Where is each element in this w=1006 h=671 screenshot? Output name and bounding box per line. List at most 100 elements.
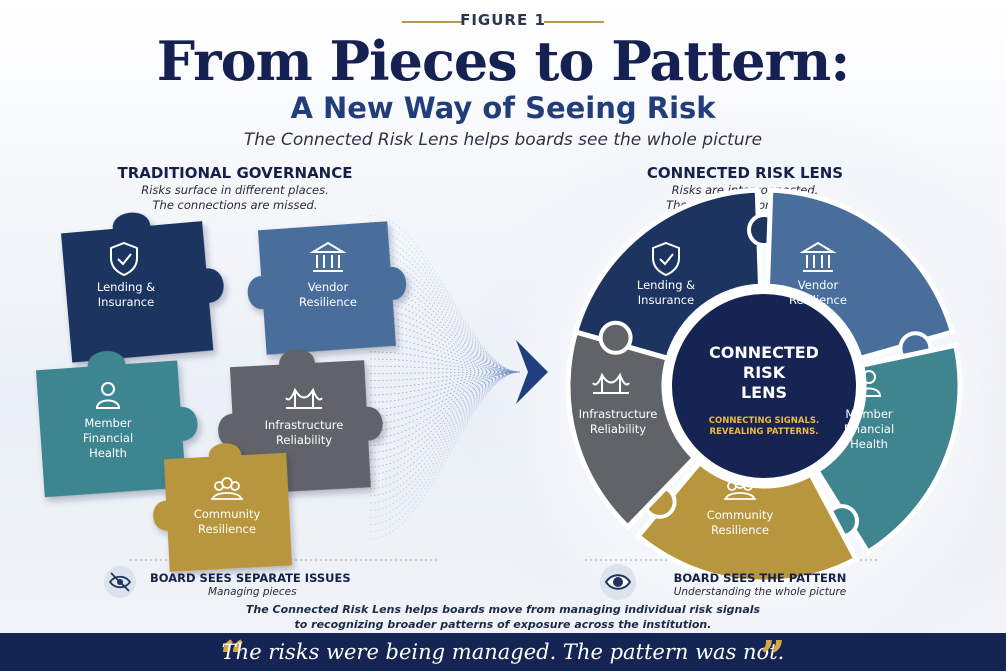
piece-label-line: Resilience (198, 522, 256, 536)
summary-note-line: The Connected Risk Lens helps boards mov… (245, 603, 761, 616)
connection-ray (369, 221, 521, 373)
connection-ray (369, 371, 521, 525)
hub-core (672, 294, 856, 478)
piece-label-line: Vendor (307, 280, 349, 294)
quote-text: The risks were being managed. The patter… (221, 640, 785, 664)
hub-tag-line: CONNECTING SIGNALS. (708, 416, 820, 426)
left-desc-line2: The connections are missed. (152, 198, 318, 212)
hub-tag-line: REVEALING PATTERNS. (709, 427, 819, 437)
open-quote-mark: “ (220, 632, 246, 671)
piece-label-line: Lending & (96, 280, 156, 294)
segment-label-community: Community Resilience (690, 508, 790, 538)
segment-label-infrastructure: Infrastructure Reliability (558, 407, 678, 437)
arrow-head (516, 340, 548, 404)
piece-shape (60, 212, 224, 363)
hub-title-line: RISK (742, 363, 786, 382)
eye-slash-icon (104, 566, 136, 598)
figure-rule-left (402, 21, 462, 23)
piece-label-line: Health (89, 446, 127, 460)
segment-label-line: Member (845, 407, 893, 421)
bottom-left-desc: Managing pieces (208, 586, 297, 598)
piece-label-line: Infrastructure (264, 418, 344, 432)
connection-ray (369, 371, 521, 403)
connection-ray (369, 371, 521, 461)
summary-note-line: to recognizing broader patterns of expos… (294, 618, 712, 631)
group-icon (724, 477, 756, 500)
segment-label-line: Infrastructure (578, 407, 658, 421)
piece-shape (35, 351, 198, 498)
connection-ray (369, 236, 521, 373)
segment-tab (598, 320, 633, 355)
connection-ray (369, 371, 521, 533)
flow-arrow (516, 340, 548, 404)
piece-label-line: Resilience (299, 295, 357, 309)
tagline: The Connected Risk Lens helps boards see… (243, 130, 763, 150)
piece-lending-insurance (60, 212, 224, 363)
segment-label-member: Member Financial Health (819, 407, 919, 452)
bridge-icon (592, 372, 630, 394)
connection-ray (369, 371, 521, 432)
wheel-segment (764, 187, 956, 362)
connection-ray (369, 214, 521, 373)
piece-shape (153, 443, 293, 572)
bank-icon (799, 241, 837, 272)
segment-label-line: Resilience (789, 293, 847, 307)
bottom-left-heading: BOARD SEES SEPARATE ISSUES (150, 571, 351, 585)
connection-ray (369, 371, 521, 425)
bank-icon (309, 241, 347, 272)
hub-title-line: LENS (740, 383, 788, 402)
shield-check-icon (652, 241, 680, 277)
shield-check-icon (110, 241, 138, 277)
piece-label-vendor: Vendor Resilience (278, 280, 378, 310)
hub-title: CONNECTED RISK LENS (674, 343, 854, 403)
connection-ray (369, 371, 521, 453)
hub-title-line: CONNECTED (709, 343, 819, 362)
piece-label-line: Insurance (97, 295, 155, 309)
connection-ray (369, 344, 521, 373)
piece-label-infrastructure: Infrastructure Reliability (244, 418, 364, 448)
connection-ray (369, 243, 521, 373)
wheel-segment (634, 459, 860, 585)
summary-note: The Connected Risk Lens helps boards mov… (0, 602, 1006, 632)
person-icon (95, 382, 121, 409)
right-heading: CONNECTED RISK LENS (646, 164, 844, 182)
connection-ray (369, 371, 521, 374)
bottom-right-desc: Understanding the whole picture (673, 586, 847, 598)
connection-ray (369, 371, 521, 475)
segment-label-line: Reliability (589, 422, 647, 436)
piece-label-community: Community Resilience (177, 507, 277, 537)
person-icon (856, 370, 882, 397)
wheel-segment (813, 342, 963, 556)
connection-ray (369, 257, 521, 373)
segment-label-line: Community (706, 508, 774, 522)
connection-ray (369, 371, 521, 489)
left-heading: TRADITIONAL GOVERNANCE (117, 164, 353, 182)
piece-label-member: Member Financial Health (58, 416, 158, 461)
subtitle: A New Way of Seeing Risk (290, 91, 716, 125)
bottom-right-heading: BOARD SEES THE PATTERN (673, 571, 847, 585)
figure-rule-right (544, 21, 604, 23)
eye-icon (600, 564, 636, 600)
segment-label-line: Vendor (797, 278, 839, 292)
segment-label-line: Financial (843, 422, 895, 436)
segment-label-line: Resilience (711, 523, 769, 537)
piece-label-line: Reliability (275, 433, 333, 447)
connection-ray (369, 337, 521, 373)
segment-label-line: Lending & (636, 278, 696, 292)
bridge-icon (285, 387, 323, 409)
piece-shape (247, 221, 407, 355)
close-quote-mark: ” (760, 632, 786, 671)
connection-ray (369, 371, 521, 497)
figure-label: FIGURE 1 (460, 11, 546, 29)
connection-ray (369, 371, 521, 511)
segment-label-line: Insurance (637, 293, 695, 307)
piece-vendor-resilience (247, 221, 407, 355)
connection-ray (369, 371, 521, 417)
group-icon (211, 477, 243, 500)
segment-label-line: Health (850, 437, 888, 451)
piece-community-resilience (153, 443, 293, 572)
piece-member-financial-health (35, 351, 198, 498)
